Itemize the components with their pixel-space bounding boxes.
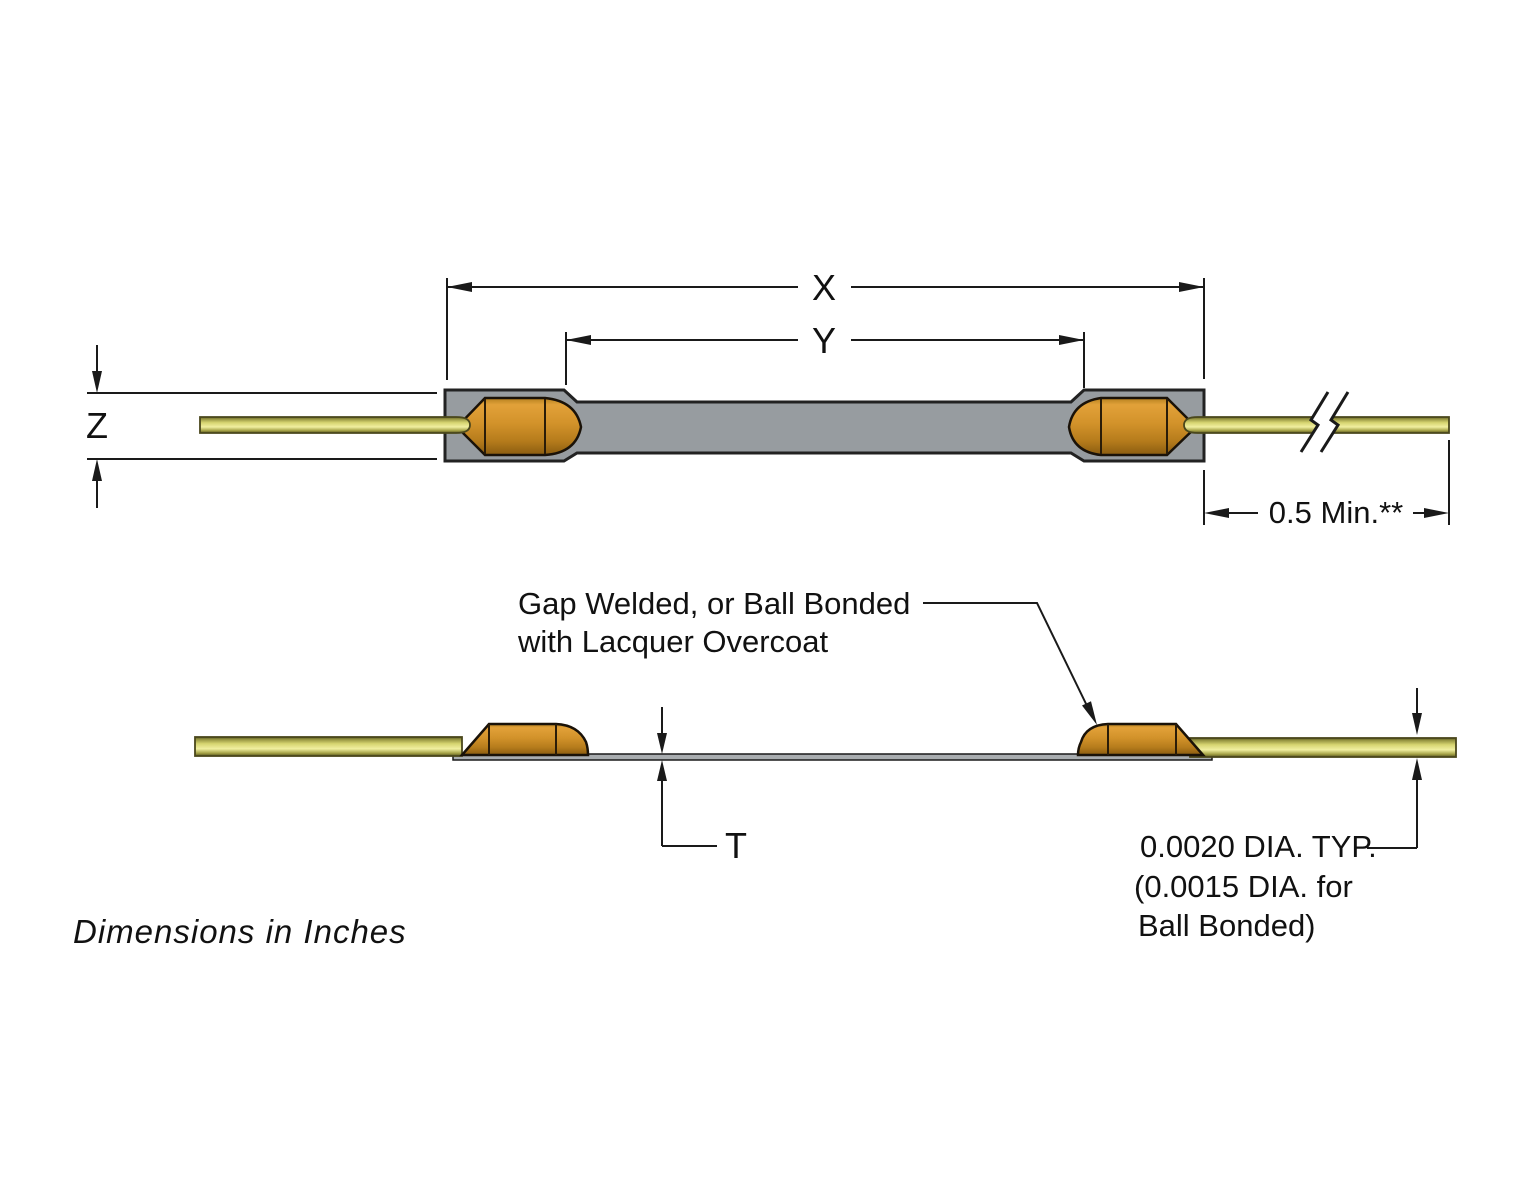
dimension-y: Y xyxy=(565,320,1085,388)
arrowhead xyxy=(1204,508,1229,518)
arrowhead xyxy=(1059,335,1084,345)
dim-t-label: T xyxy=(725,825,747,866)
left-weld-bump xyxy=(455,396,583,457)
left-weld-facet-lines xyxy=(484,399,546,454)
arrowhead xyxy=(1424,508,1449,518)
lead-min-label: 0.5 Min.** xyxy=(1269,495,1403,530)
wire-dia-note-line1: 0.0020 DIA. TYP. xyxy=(1140,829,1377,864)
left-lead-wire xyxy=(199,416,471,434)
units-footnote: Dimensions in Inches xyxy=(73,913,407,950)
arrowhead xyxy=(566,335,591,345)
weld-note-line2: with Lacquer Overcoat xyxy=(517,624,829,659)
dimension-t: T xyxy=(657,707,747,866)
right-weld-facet-lines-side xyxy=(1107,724,1177,755)
left-weld-facet-lines-side xyxy=(488,724,557,755)
weld-note: Gap Welded, or Ball Bonded with Lacquer … xyxy=(517,586,1097,725)
left-lead-wire-side xyxy=(194,736,463,757)
wire-dia-note-line2: (0.0015 DIA. for xyxy=(1134,869,1353,904)
arrowhead xyxy=(1179,282,1204,292)
dim-y-label: Y xyxy=(812,320,836,361)
element-body xyxy=(443,388,1206,463)
dimension-z: Z xyxy=(86,345,437,508)
arrowhead xyxy=(1412,713,1422,735)
right-weld-bump-side xyxy=(1076,722,1206,757)
right-weld-facet-lines xyxy=(1100,399,1168,454)
arrowhead xyxy=(447,282,472,292)
wire-dia-dimension: 0.0020 DIA. TYP. (0.0015 DIA. for Ball B… xyxy=(1134,688,1422,943)
arrowhead xyxy=(92,371,102,393)
dim-x-label: X xyxy=(812,267,836,308)
weld-note-leader xyxy=(923,602,1091,713)
dimension-lead-min: 0.5 Min.** xyxy=(1203,440,1450,530)
wire-dia-note-line3: Ball Bonded) xyxy=(1138,908,1316,943)
left-weld-bump-side xyxy=(459,722,590,757)
arrowhead xyxy=(92,459,102,481)
wire-break-symbol xyxy=(1299,391,1350,453)
right-lead-wire-side xyxy=(1189,737,1457,758)
arrowhead xyxy=(1412,758,1422,780)
arrowhead xyxy=(657,760,667,781)
dimension-x: X xyxy=(446,267,1205,380)
top-view: X Y Z 0.5 Min.** xyxy=(86,267,1450,530)
right-weld-bump xyxy=(1067,396,1198,457)
arrowhead xyxy=(657,733,667,754)
dim-z-label: Z xyxy=(86,405,108,446)
side-view: T Gap Welded, or Ball Bonded with Lacque… xyxy=(194,586,1457,943)
leader-arrowhead xyxy=(1082,701,1097,725)
weld-note-line1: Gap Welded, or Ball Bonded xyxy=(518,586,910,621)
